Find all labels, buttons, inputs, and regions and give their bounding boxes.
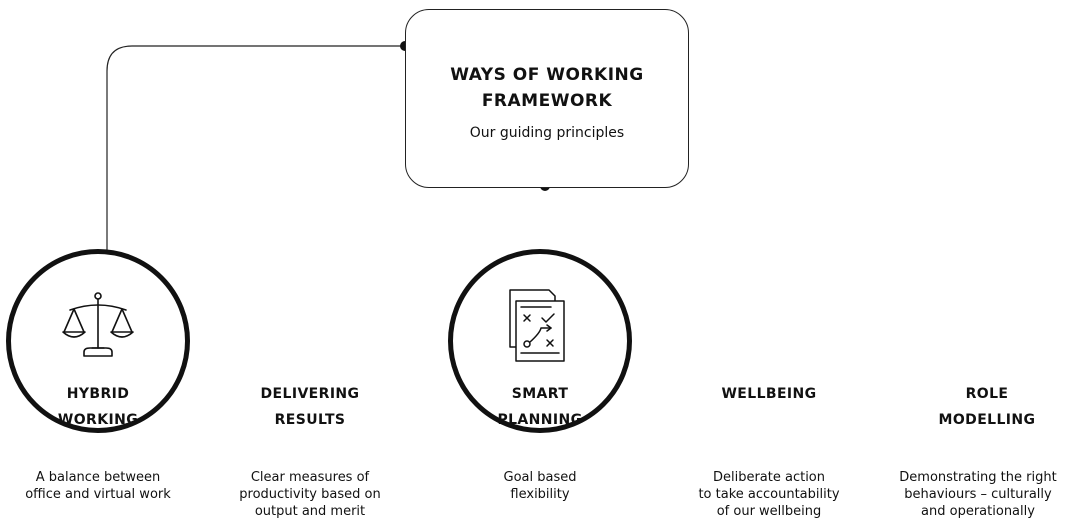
framework-box: WAYS OF WORKING FRAMEWORK Our guiding pr… bbox=[405, 9, 689, 188]
pillar-title-role-modelling: ROLE MODELLING bbox=[938, 386, 1036, 428]
pillar-title-wellbeing: WELLBEING bbox=[721, 386, 817, 402]
framework-title-line1: WAYS OF WORKING bbox=[450, 65, 644, 85]
scales-icon bbox=[62, 292, 134, 357]
framework-title: WAYS OF WORKING FRAMEWORK bbox=[406, 62, 688, 114]
framework-subtitle: Our guiding principles bbox=[469, 125, 625, 141]
pillar-description-role-modelling: Demonstrating the right behaviours – cul… bbox=[899, 470, 1057, 519]
framework-title-line2: FRAMEWORK bbox=[481, 91, 613, 111]
pillar-title-delivering-results: DELIVERING RESULTS bbox=[260, 386, 360, 428]
pillar-description-wellbeing: Deliberate action to take accountability… bbox=[698, 470, 840, 519]
pillar-title-hybrid-working: HYBRID WORKING bbox=[57, 386, 139, 428]
pillar-description-hybrid-working: A balance between office and virtual wor… bbox=[25, 470, 171, 502]
strategy-plan-icon bbox=[509, 289, 565, 362]
pillar-title-smart-planning: SMART PLANNING bbox=[497, 386, 583, 428]
pillar-description-delivering-results: Clear measures of productivity based on … bbox=[239, 470, 381, 519]
connector-to-hybrid-working bbox=[106, 45, 405, 254]
pillar-description-smart-planning: Goal based flexibility bbox=[503, 470, 577, 502]
